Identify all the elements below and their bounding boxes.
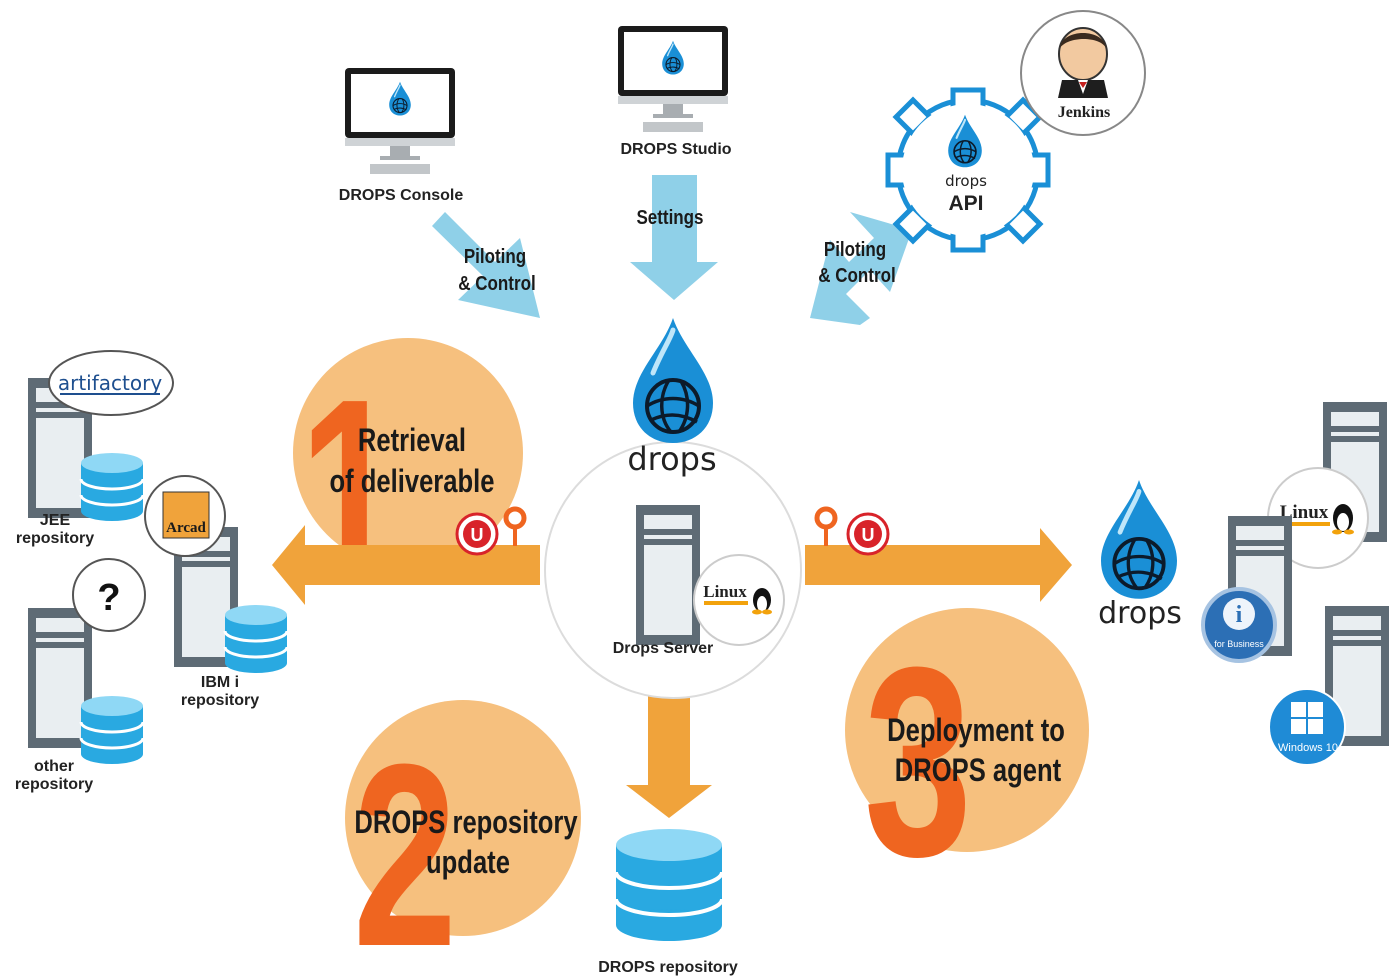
- server-linux-badge: [693, 554, 785, 646]
- agent-ibmi-letter: i: [1236, 602, 1243, 628]
- other-label-line1: other: [34, 758, 74, 775]
- step2-title-line1: DROPS repository: [354, 805, 577, 840]
- piloting-right-line2: & Control: [818, 264, 895, 287]
- server-tower-central: [636, 505, 700, 645]
- u-badge-left: U: [455, 512, 499, 556]
- step2-circle: [345, 700, 581, 936]
- piloting-left-line1: Piloting: [464, 245, 526, 268]
- agent-linux-underline: [1280, 522, 1330, 526]
- jee-db-icon: [79, 451, 145, 523]
- windows-logo-icon: [1291, 702, 1323, 734]
- agent-drop-icon: [1101, 480, 1177, 599]
- svg-text:U: U: [471, 525, 484, 545]
- artifactory-badge: [48, 350, 174, 416]
- step1-number: 1: [299, 345, 400, 636]
- api-drops-logo: drops: [945, 172, 987, 190]
- step3-circle: [845, 608, 1089, 852]
- other-label-line2: repository: [15, 776, 93, 793]
- jee-label-line1: JEE: [40, 512, 71, 529]
- ibmi-db-icon: [223, 603, 289, 675]
- server-linux-text: Linux: [703, 582, 747, 601]
- question-badge: [72, 558, 146, 632]
- piloting-left-line2: & Control: [458, 272, 535, 295]
- settings-arrow: [630, 175, 718, 300]
- step2-number: 2: [353, 711, 457, 978]
- agent-windows-caption: Windows 10: [1278, 742, 1338, 754]
- drops-repository-db-icon: [614, 829, 724, 941]
- central-drops-logo: drops: [627, 440, 716, 478]
- studio-label: DROPS Studio: [620, 141, 731, 158]
- step2-title-line2: update: [426, 845, 510, 880]
- gear-icon-left: [503, 506, 527, 546]
- agent-ibmi-inner: [1223, 598, 1255, 630]
- step3-number: 3: [864, 611, 972, 913]
- settings-label: Settings: [636, 206, 703, 229]
- step1-title-line1: Retrieval: [358, 423, 466, 458]
- console-label: DROPS Console: [339, 187, 464, 204]
- console-piloting-arrow: [432, 212, 540, 318]
- arcad-logo-box: [162, 491, 210, 539]
- jenkins-icon: [1058, 27, 1108, 98]
- step3-title-line1: Deployment to: [887, 713, 1065, 748]
- agent-windows-badge: [1268, 688, 1346, 766]
- step1-title-line2: of deliverable: [330, 464, 495, 499]
- ibmi-label-line2: repository: [181, 692, 259, 709]
- step1-circle: [293, 338, 523, 568]
- step3-title-line2: DROPS agent: [895, 753, 1062, 788]
- api-piloting-arrow: [810, 212, 912, 325]
- deployment-arrow: [805, 528, 1072, 602]
- central-drop-icon: [633, 318, 713, 443]
- agent-drops-logo: drops: [1098, 596, 1182, 631]
- arcad-logo-text: Arcad: [166, 520, 206, 536]
- gear-icon-right: [814, 506, 838, 546]
- other-db-icon: [79, 694, 145, 766]
- piloting-right-line1: Piloting: [824, 238, 886, 261]
- agent-ibmi-caption: for Business: [1214, 639, 1264, 649]
- tux-icon: [752, 588, 772, 615]
- artifactory-underline: [60, 393, 160, 395]
- ibmi-label-line1: IBM i: [201, 674, 239, 691]
- server-label: Drops Server: [613, 640, 714, 657]
- u-badge-right: U: [846, 512, 890, 556]
- repository-update-arrow: [626, 685, 712, 818]
- svg-text:U: U: [862, 525, 875, 545]
- jenkins-label: Jenkins: [1058, 104, 1110, 121]
- api-label: API: [948, 192, 983, 215]
- jee-label-line2: repository: [16, 530, 94, 547]
- drops-repository-label: DROPS repository: [598, 959, 738, 976]
- artifactory-logo-text: artifactory: [58, 371, 162, 395]
- agent-tux-icon: [1332, 504, 1354, 535]
- question-mark: ?: [97, 577, 120, 619]
- api-gear-icon: [885, 87, 1051, 253]
- server-linux-underline: [704, 601, 748, 605]
